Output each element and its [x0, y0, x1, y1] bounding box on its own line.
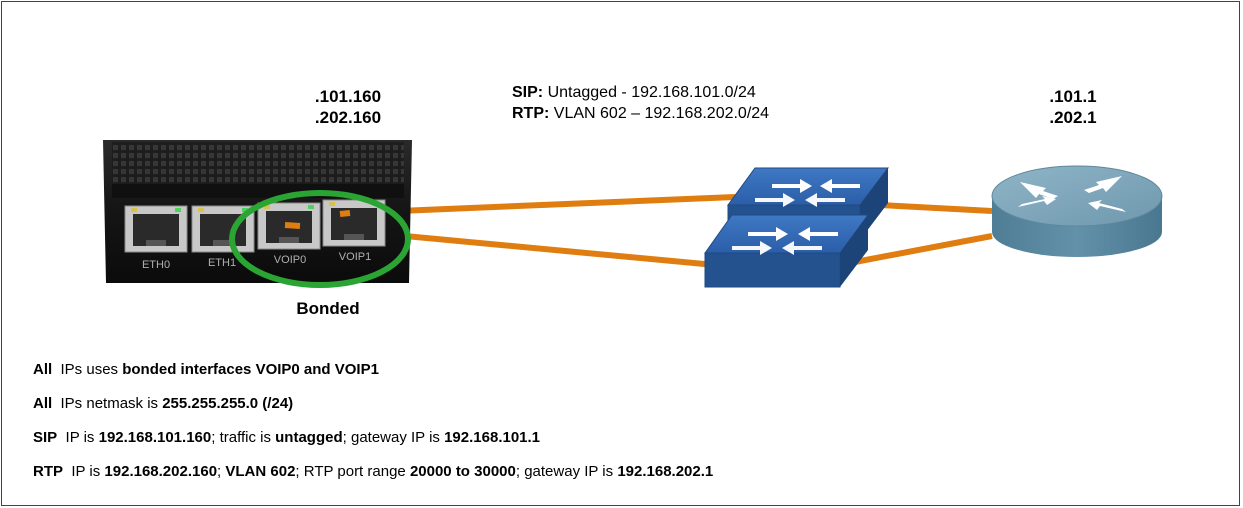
note-value: untagged [275, 429, 343, 446]
router-ip-labels: .101.1 .202.1 [1018, 86, 1128, 128]
link-stub-voip0 [284, 222, 301, 229]
note-value: VLAN 602 [225, 463, 296, 480]
note-sip: SIP IP is 192.168.101.160; traffic is un… [33, 428, 713, 462]
config-notes: All IPs uses bonded interfaces VOIP0 and… [33, 360, 713, 496]
device-ip-101: .101.160 [314, 87, 382, 106]
note-text: ; RTP port range [295, 463, 410, 480]
note-value: bonded interfaces VOIP0 and VOIP1 [122, 361, 379, 378]
note-rtp: RTP IP is 192.168.202.160; VLAN 602; RTP… [33, 462, 713, 496]
port-voip0 [257, 202, 321, 250]
note-text: IP is [61, 429, 99, 446]
note-key: All [33, 395, 53, 412]
link-switch1-router [879, 202, 993, 214]
note-key: All [33, 361, 53, 378]
network-definitions: SIP: Untagged - 192.168.101.0/24 RTP: VL… [512, 82, 769, 124]
rtp-network-key: RTP: [512, 105, 550, 122]
note-text: IP is [67, 463, 105, 480]
port-label-voip0: VOIP0 [274, 254, 306, 266]
link-switch2-router [854, 233, 993, 265]
port-label-eth1: ETH1 [208, 257, 236, 269]
device-ip-202: .202.160 [314, 108, 382, 127]
note-value: 192.168.101.1 [444, 429, 541, 446]
device-ip-labels: .101.160 .202.160 [283, 86, 413, 128]
note-value: 192.168.202.1 [617, 463, 714, 480]
note-value: 20000 to 30000 [409, 463, 516, 480]
bonded-label: Bonded [296, 299, 360, 318]
sip-network-value: Untagged - 192.168.101.0/24 [547, 84, 756, 101]
ethernet-ports [124, 199, 386, 253]
note-netmask: All IPs netmask is 255.255.255.0 (/24) [33, 394, 713, 428]
rtp-network-line: RTP: VLAN 602 – 192.168.202.0/24 [512, 103, 769, 124]
router [991, 165, 1163, 257]
note-key: RTP [33, 463, 63, 480]
switch-2 [704, 214, 869, 288]
rtp-network-value: VLAN 602 – 192.168.202.0/24 [553, 105, 770, 122]
link-stub-voip1 [339, 210, 351, 217]
router-ip-101: .101.1 [1049, 87, 1097, 106]
note-text: IPs uses [56, 361, 123, 378]
note-text: IPs netmask is [56, 395, 163, 412]
note-text: ; gateway IP is [342, 429, 445, 446]
note-text: ; traffic is [211, 429, 276, 446]
port-label-voip1: VOIP1 [339, 251, 371, 263]
sip-network-line: SIP: Untagged - 192.168.101.0/24 [512, 82, 769, 103]
bond-ring [229, 190, 411, 288]
note-value: 255.255.255.0 (/24) [162, 395, 294, 412]
note-text: ; [217, 463, 226, 480]
sip-network-key: SIP: [512, 84, 544, 101]
note-value: 192.168.202.160 [104, 463, 218, 480]
note-bonding: All IPs uses bonded interfaces VOIP0 and… [33, 360, 713, 394]
link-voip1-switch1 [349, 194, 736, 216]
port-eth0 [124, 205, 188, 253]
port-label-eth0: ETH0 [142, 259, 170, 271]
port-voip1 [322, 199, 386, 247]
note-value: 192.168.101.160 [98, 429, 212, 446]
note-text: ; gateway IP is [515, 463, 618, 480]
note-key: SIP [33, 429, 58, 446]
router-ip-202: .202.1 [1049, 108, 1097, 127]
